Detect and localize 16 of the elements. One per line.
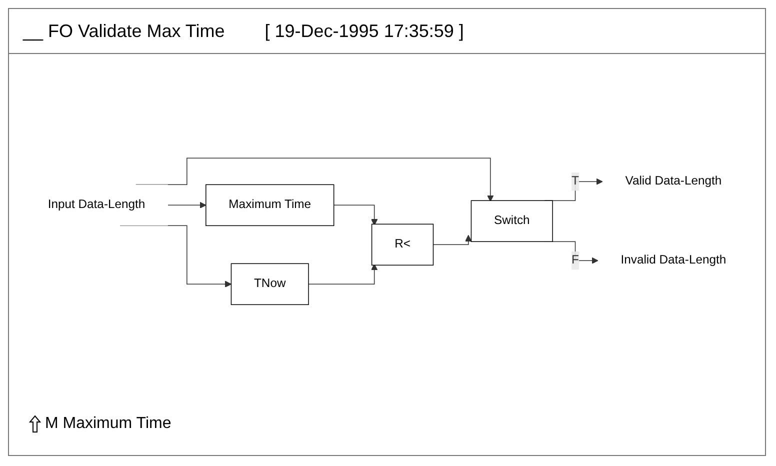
arrow (333, 204, 378, 226)
diagram-title: __ FO Validate Max Time (23, 20, 225, 42)
node-text: Invalid Data-Length (620, 253, 726, 266)
legend-text: M Maximum Time (45, 415, 172, 433)
arrow (308, 263, 378, 284)
arrow (168, 201, 206, 208)
arrow (120, 224, 232, 288)
timestamp-label: [ 19-Dec-1995 17:35:59 ] (264, 20, 464, 42)
node-box: TNow (230, 262, 309, 305)
node-box: Switch (470, 200, 553, 242)
arrow (432, 234, 472, 245)
node-box: Maximum Time (206, 184, 334, 226)
edge-label: T (572, 174, 579, 188)
edge-label: F (572, 253, 579, 266)
node-text: Valid Data-Length (625, 174, 722, 188)
node-box: R< (371, 223, 434, 266)
